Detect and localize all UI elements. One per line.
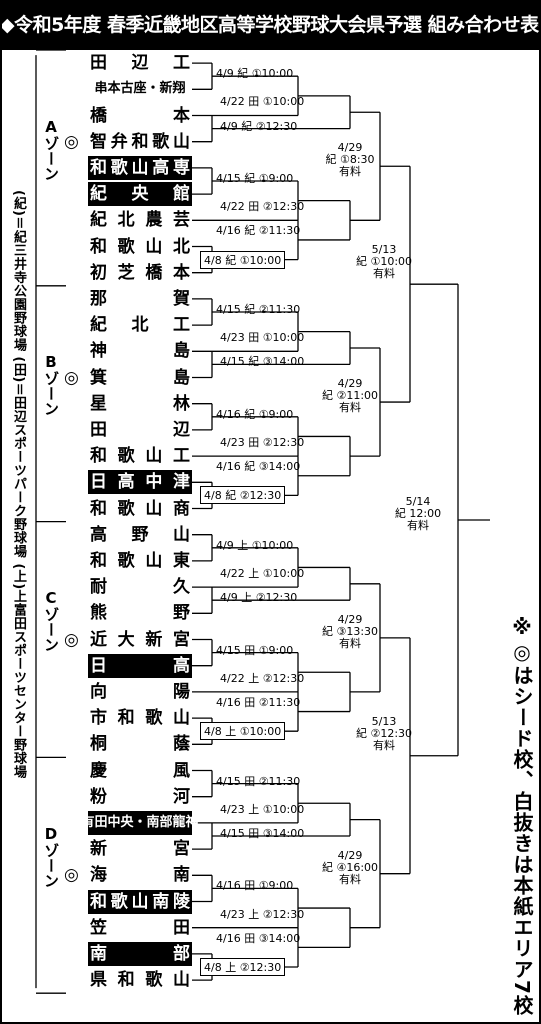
- team-name: 笠田: [90, 917, 190, 938]
- team-name: 智弁和歌山: [90, 131, 190, 152]
- team-name: 日高中津: [88, 470, 192, 495]
- team-name: 田辺工: [90, 53, 190, 74]
- match-label: 4/8 上 ①10:00: [200, 722, 286, 741]
- team-name: 海南: [90, 865, 190, 886]
- team-name: 串本古座・新翔: [94, 81, 186, 97]
- team-name: 耐久: [90, 577, 190, 598]
- match-label: 4/22 上 ①10:00: [220, 566, 305, 580]
- seed-mark: ◎: [64, 367, 79, 388]
- venue-legend: (紀)＝紀三井寺公園野球場 (田)＝田辺スポーツパーク野球場 (上)上富田スポー…: [4, 190, 28, 880]
- team-name: 南部: [88, 941, 192, 966]
- match-label: 4/9 上 ②12:30: [220, 591, 298, 605]
- match-label: 4/22 田 ②12:30: [220, 200, 305, 214]
- page-title: ◆令和5年度 春季近畿地区高等学校野球大会県予選 組み合わせ表◆: [0, 0, 541, 50]
- seed-mark: ◎: [64, 865, 79, 886]
- team-name: 和歌山商: [90, 498, 190, 519]
- match-label: 4/15 紀 ②11:30: [216, 302, 301, 316]
- team-name: 近大新宮: [90, 629, 190, 650]
- venue-kamitonda: (上)上富田スポーツセンター野球場: [11, 563, 26, 779]
- match-label: 4/8 紀 ②12:30: [200, 486, 286, 505]
- match-label: 4/9 紀 ②12:30: [220, 119, 298, 133]
- match-label: 4/16 田 ②11:30: [216, 695, 301, 709]
- team-name: 熊野: [90, 603, 190, 624]
- venue-tanabe: (田)＝田辺スポーツパーク野球場: [11, 356, 26, 559]
- team-name: 田辺: [90, 419, 190, 440]
- match-label: 4/16 田 ①9:00: [216, 879, 294, 893]
- team-name: 和歌山高専: [88, 155, 192, 180]
- zone-label: Aゾーン: [42, 117, 60, 181]
- match-label: 4/15 紀 ③14:00: [220, 355, 305, 369]
- team-name: 日高: [88, 653, 192, 678]
- team-name: 橋本: [90, 105, 190, 126]
- team-name: 紀北工: [90, 315, 190, 336]
- match-label: 4/16 紀 ③14:00: [216, 460, 301, 474]
- match-label: 4/9 紀 ①10:00: [216, 67, 294, 81]
- match-label: 4/15 田 ③14:00: [220, 826, 305, 840]
- match-label: 4/22 田 ①10:00: [220, 95, 305, 109]
- team-name: 県和歌山: [90, 970, 190, 991]
- zone-label: Cゾーン: [42, 589, 60, 653]
- team-name: 向陽: [90, 681, 190, 702]
- zone-label: Bゾーン: [42, 353, 60, 417]
- team-name: 和歌山工: [90, 446, 190, 467]
- team-name: 粉河: [90, 786, 190, 807]
- match-label: 4/8 紀 ①10:00: [200, 250, 286, 269]
- match-label: 4/23 田 ②12:30: [220, 435, 305, 449]
- team-name: 新宮: [90, 839, 190, 860]
- team-name: 和歌山東: [90, 550, 190, 571]
- team-name: 紀北農芸: [90, 210, 190, 231]
- zone-label: Dゾーン: [42, 824, 60, 888]
- match-label: 4/23 上 ①10:00: [220, 802, 305, 816]
- match-label: 4/16 紀 ①9:00: [216, 407, 294, 421]
- team-name: 高野山: [90, 524, 190, 545]
- team-name: 紀央館: [88, 182, 192, 207]
- match-label: 4/22 上 ②12:30: [220, 671, 305, 685]
- match-label: 4/23 上 ②12:30: [220, 907, 305, 921]
- match-label: 4/15 田 ①9:00: [216, 643, 294, 657]
- team-name: 那賀: [90, 288, 190, 309]
- team-name: 箕島: [90, 367, 190, 388]
- seed-mark: ◎: [64, 131, 79, 152]
- team-name: 桐蔭: [90, 734, 190, 755]
- venue-kimiidera: (紀)＝紀三井寺公園野球場: [11, 190, 26, 352]
- team-name: 和歌山南陵: [88, 889, 192, 914]
- team-name: 有田中央・南部龍神: [82, 810, 199, 835]
- match-label: 4/23 田 ①10:00: [220, 331, 305, 345]
- team-name: 市和歌山: [90, 708, 190, 729]
- match-label: 4/16 紀 ②11:30: [216, 224, 301, 238]
- match-label: 4/15 田 ②11:30: [216, 774, 301, 788]
- match-label: 4/9 上 ①10:00: [216, 538, 294, 552]
- match-label: 4/15 紀 ①9:00: [216, 171, 294, 185]
- team-name: 初芝橋本: [90, 262, 190, 283]
- team-name: 星林: [90, 393, 190, 414]
- match-label: 4/8 上 ②12:30: [200, 957, 286, 976]
- seed-note: ※◎はシード校、白抜きは本紙エリア7校: [510, 615, 534, 1016]
- team-name: 慶風: [90, 760, 190, 781]
- team-name: 神島: [90, 341, 190, 362]
- team-name: 和歌山北: [90, 236, 190, 257]
- seed-mark: ◎: [64, 629, 79, 650]
- match-label: 4/16 田 ③14:00: [216, 931, 301, 945]
